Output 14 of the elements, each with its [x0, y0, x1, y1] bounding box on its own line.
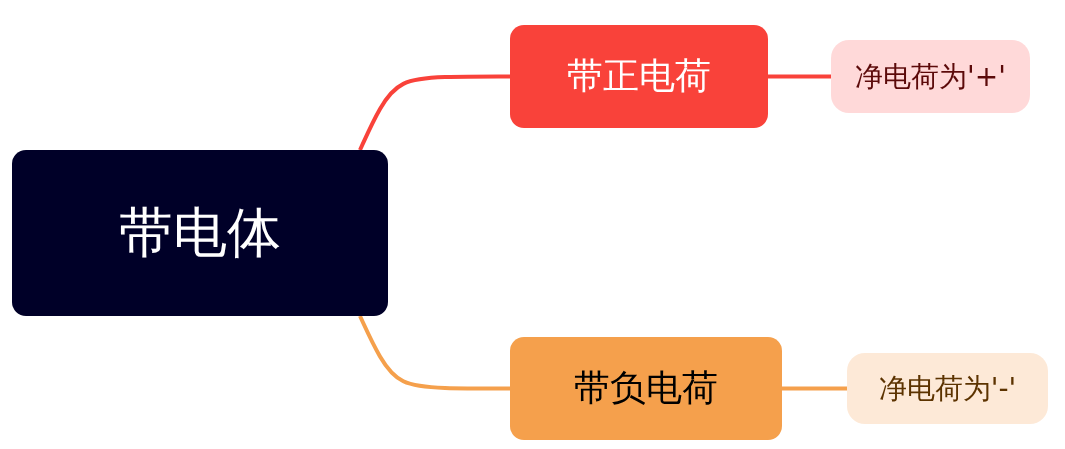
- branch-line: [358, 74, 510, 151]
- topic-label: 带负电荷: [574, 366, 718, 410]
- topic-box: [831, 40, 1030, 113]
- branch-line: [358, 315, 510, 391]
- root-topic-box: [12, 150, 388, 316]
- branch-line: [782, 386, 847, 391]
- topic-label: 净电荷为'+': [855, 58, 1006, 95]
- topic-box: [510, 25, 768, 128]
- topic-box: [510, 337, 782, 440]
- topic-label: 净电荷为'-': [878, 370, 1017, 407]
- topic-box: [847, 353, 1048, 424]
- topic-label: 带正电荷: [567, 54, 711, 98]
- branch-line: [768, 74, 831, 79]
- topic-label: 带电体: [119, 199, 281, 266]
